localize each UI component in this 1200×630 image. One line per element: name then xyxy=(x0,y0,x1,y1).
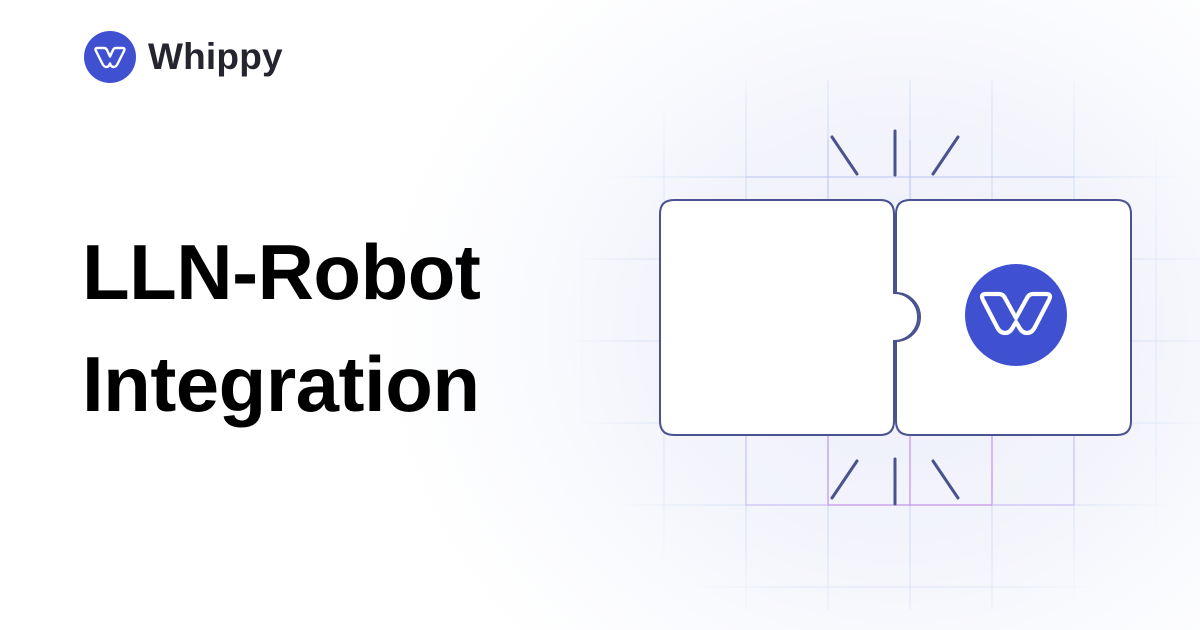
whippy-logo-large xyxy=(965,264,1067,366)
spark-rays-bottom xyxy=(830,457,960,506)
highlight-grid xyxy=(745,140,1075,506)
whippy-w-logo-icon xyxy=(84,31,136,83)
title-line-1: LLN-Robot xyxy=(82,228,481,316)
brand-logo[interactable]: Whippy xyxy=(84,31,283,83)
spark-rays-top xyxy=(830,129,960,177)
brand-name: Whippy xyxy=(148,35,283,77)
title-line-2: Integration xyxy=(82,340,480,428)
puzzle-piece-left xyxy=(659,199,919,436)
page-title: LLN-Robot Integration xyxy=(82,216,481,440)
